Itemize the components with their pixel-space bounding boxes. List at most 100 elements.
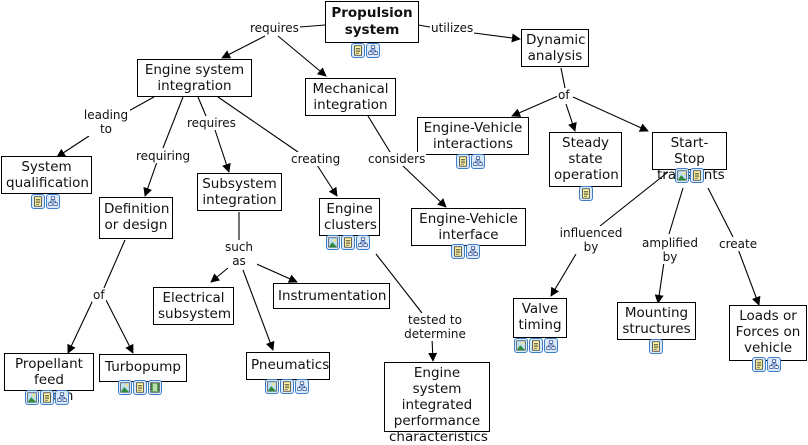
interactions-resource-icons	[456, 154, 485, 169]
document-icon[interactable]	[752, 357, 766, 372]
node-subsystem-integration[interactable]: Subsystem integration	[197, 173, 282, 211]
link-label-requires[interactable]: requires	[249, 21, 300, 35]
edge-of-turbopump	[105, 299, 134, 354]
edge-propulsion-utilizes	[417, 24, 431, 28]
image-icon[interactable]	[265, 379, 279, 394]
node-valve-timing[interactable]: Valve timing	[513, 298, 567, 338]
node-label: Electrical subsystem	[158, 290, 231, 322]
link-label-utilizes[interactable]: utilizes	[430, 21, 475, 35]
node-mounting-structures[interactable]: Mounting structures	[617, 302, 696, 340]
image-icon[interactable]	[514, 338, 528, 353]
node-label: Turbopump	[105, 359, 181, 375]
node-propulsion-system[interactable]: Propulsion system	[325, 1, 419, 43]
link-label-influenced-by[interactable]: influenced by	[554, 226, 628, 254]
concept-map-icon[interactable]	[471, 154, 485, 169]
edge-influenced-valve	[550, 253, 577, 297]
document-icon[interactable]	[649, 339, 663, 354]
edge-such-electrical	[210, 267, 229, 283]
image-icon[interactable]	[25, 390, 39, 405]
concept-map-icon[interactable]	[767, 357, 781, 372]
concept-map-icon[interactable]	[466, 244, 480, 259]
node-pneumatics[interactable]: Pneumatics	[246, 352, 330, 380]
qualification-resource-icons	[31, 194, 60, 209]
document-icon[interactable]	[31, 194, 45, 209]
node-label: Definition or design	[104, 201, 170, 233]
node-system-qualification[interactable]: System qualification	[1, 156, 92, 194]
node-label: Pneumatics	[251, 357, 330, 373]
clusters-resource-icons	[326, 235, 370, 250]
document-icon[interactable]	[341, 235, 355, 250]
concept-map-icon[interactable]	[46, 194, 60, 209]
link-label-leading-to[interactable]: leading to	[82, 108, 130, 136]
document-icon[interactable]	[280, 379, 294, 394]
concept-map-icon[interactable]	[356, 235, 370, 250]
edge-requires-engine-integration	[221, 35, 266, 59]
link-label-of-definition[interactable]: of	[92, 288, 106, 302]
node-label: System qualification	[6, 159, 89, 191]
image-icon[interactable]	[118, 380, 132, 395]
document-icon[interactable]	[579, 186, 593, 201]
link-label-amplified-by[interactable]: amplified by	[637, 236, 703, 264]
valve-resource-icons	[514, 338, 558, 353]
node-engine-vehicle-interactions[interactable]: Engine-Vehicle interactions	[417, 117, 529, 155]
propulsion-resource-icons	[351, 43, 380, 58]
document-icon[interactable]	[456, 154, 470, 169]
node-engine-system-integration[interactable]: Engine system integration	[137, 59, 252, 97]
document-icon[interactable]	[529, 338, 543, 353]
interface-resource-icons	[451, 244, 480, 259]
link-label-requiring[interactable]: requiring	[135, 149, 192, 163]
node-engine-system-performance[interactable]: Engine system integrated performance cha…	[384, 362, 490, 445]
edge-ss-influenced	[599, 171, 669, 227]
concept-map-icon[interactable]	[295, 379, 309, 394]
edge-ei-requires	[197, 96, 207, 117]
node-engine-vehicle-interface[interactable]: Engine-Vehicle interface	[411, 208, 526, 246]
document-icon[interactable]	[451, 244, 465, 259]
concept-map-icon[interactable]	[366, 43, 380, 58]
edge-ei-requiring	[162, 96, 184, 149]
node-turbopump[interactable]: Turbopump	[99, 354, 187, 382]
steady-resource-icons	[579, 186, 593, 201]
link-label-such-as[interactable]: such as	[221, 240, 257, 268]
node-propellant-feed-system[interactable]: Propellant feed system	[4, 353, 94, 404]
document-icon[interactable]	[690, 168, 704, 183]
concept-map-icon[interactable]	[544, 338, 558, 353]
edge-creating-clusters	[316, 164, 338, 197]
video-icon[interactable]	[148, 380, 162, 395]
edge-definition-of	[103, 239, 126, 289]
node-instrumentation[interactable]: Instrumentation	[273, 283, 390, 309]
image-icon[interactable]	[326, 235, 340, 250]
node-definition-or-design[interactable]: Definition or design	[99, 197, 173, 239]
edge-dynamic-of	[560, 67, 566, 89]
pneumatics-resource-icons	[265, 379, 309, 394]
edge-utilizes-dynamic	[473, 32, 521, 43]
node-label: Loads or Forces on vehicle	[735, 308, 801, 356]
node-mechanical-integration[interactable]: Mechanical integration	[305, 78, 396, 116]
node-start-stop-transients[interactable]: Start-Stop transients	[652, 132, 727, 183]
node-loads-or-forces[interactable]: Loads or Forces on vehicle	[729, 305, 807, 361]
link-label-creating[interactable]: creating	[290, 152, 342, 166]
link-label-requires-sub[interactable]: requires	[186, 116, 237, 130]
node-label: Instrumentation	[278, 288, 387, 304]
node-label: Engine-Vehicle interface	[419, 211, 518, 243]
node-dynamic-analysis[interactable]: Dynamic analysis	[521, 29, 589, 67]
node-label: Mechanical integration	[312, 81, 389, 113]
document-icon[interactable]	[351, 43, 365, 58]
startstop-resource-icons	[675, 168, 704, 183]
link-label-tested-to-determine[interactable]: tested to determine	[401, 313, 469, 341]
document-icon[interactable]	[133, 380, 147, 395]
image-icon[interactable]	[675, 168, 689, 183]
document-icon[interactable]	[40, 390, 54, 405]
edge-ss-amplified	[668, 187, 684, 235]
link-label-considers[interactable]: considers	[367, 152, 427, 166]
concept-map-icon[interactable]	[55, 390, 69, 405]
node-electrical-subsystem[interactable]: Electrical subsystem	[153, 287, 234, 325]
link-label-of-dynamic[interactable]: of	[557, 88, 571, 102]
edge-mech-considers	[367, 115, 391, 153]
edge-of-steady	[565, 103, 577, 132]
edge-leading-qualification	[56, 135, 90, 158]
node-engine-clusters[interactable]: Engine clusters	[319, 198, 380, 236]
edge-propulsion-requires	[299, 24, 326, 28]
node-label: Steady state operation	[554, 135, 619, 183]
link-label-create[interactable]: create	[718, 237, 759, 251]
node-steady-state-operation[interactable]: Steady state operation	[549, 132, 622, 187]
